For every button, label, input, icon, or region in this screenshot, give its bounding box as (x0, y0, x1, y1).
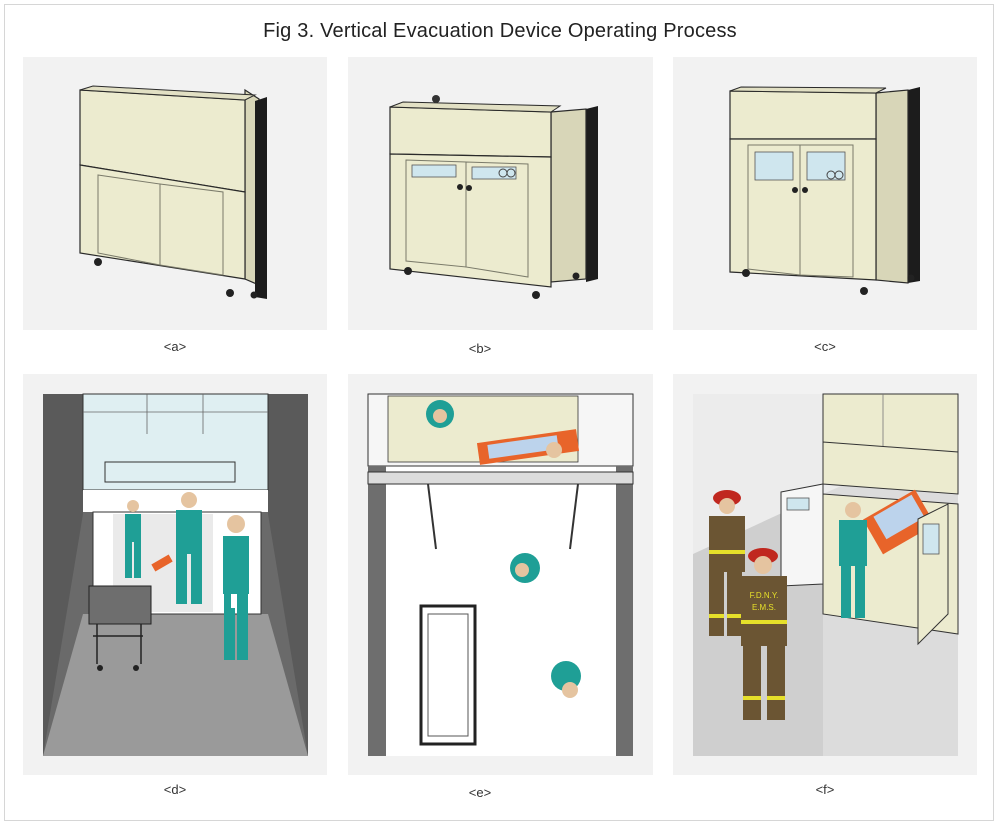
caption-a: <a> (163, 339, 187, 354)
caption-d: <d> (163, 782, 187, 797)
panel-e (348, 374, 653, 775)
panel-a (23, 57, 327, 330)
stretcher (88, 585, 152, 671)
caption-e: <e> (468, 785, 492, 800)
panel-c (673, 57, 977, 330)
figure-frame (4, 4, 994, 821)
panel-f-illustration: F.D.N.Y. E.M.S. (693, 393, 959, 756)
caption-f: <f> (815, 782, 835, 797)
panel-b (348, 57, 653, 330)
fdny-marking: F.D.N.Y. (750, 591, 779, 600)
panel-e-illustration (367, 393, 634, 756)
panel-a-illustration (79, 85, 267, 299)
patient-stretcher (476, 429, 580, 465)
panel-d (23, 374, 327, 775)
panel-c-illustration (729, 86, 920, 295)
panel-f: F.D.N.Y. E.M.S. (673, 374, 977, 775)
medical-staff-top (426, 400, 581, 698)
medical-staff (125, 492, 249, 660)
ems-marking: E.M.S. (752, 603, 776, 612)
firefighters: F.D.N.Y. E.M.S. (709, 490, 787, 720)
panel-d-illustration (43, 393, 308, 756)
figure-title: Fig 3. Vertical Evacuation Device Operat… (263, 20, 737, 42)
panel-b-illustration (389, 95, 598, 299)
caption-c: <c> (814, 339, 836, 354)
caption-b: <b> (468, 341, 492, 356)
medic (839, 502, 867, 618)
